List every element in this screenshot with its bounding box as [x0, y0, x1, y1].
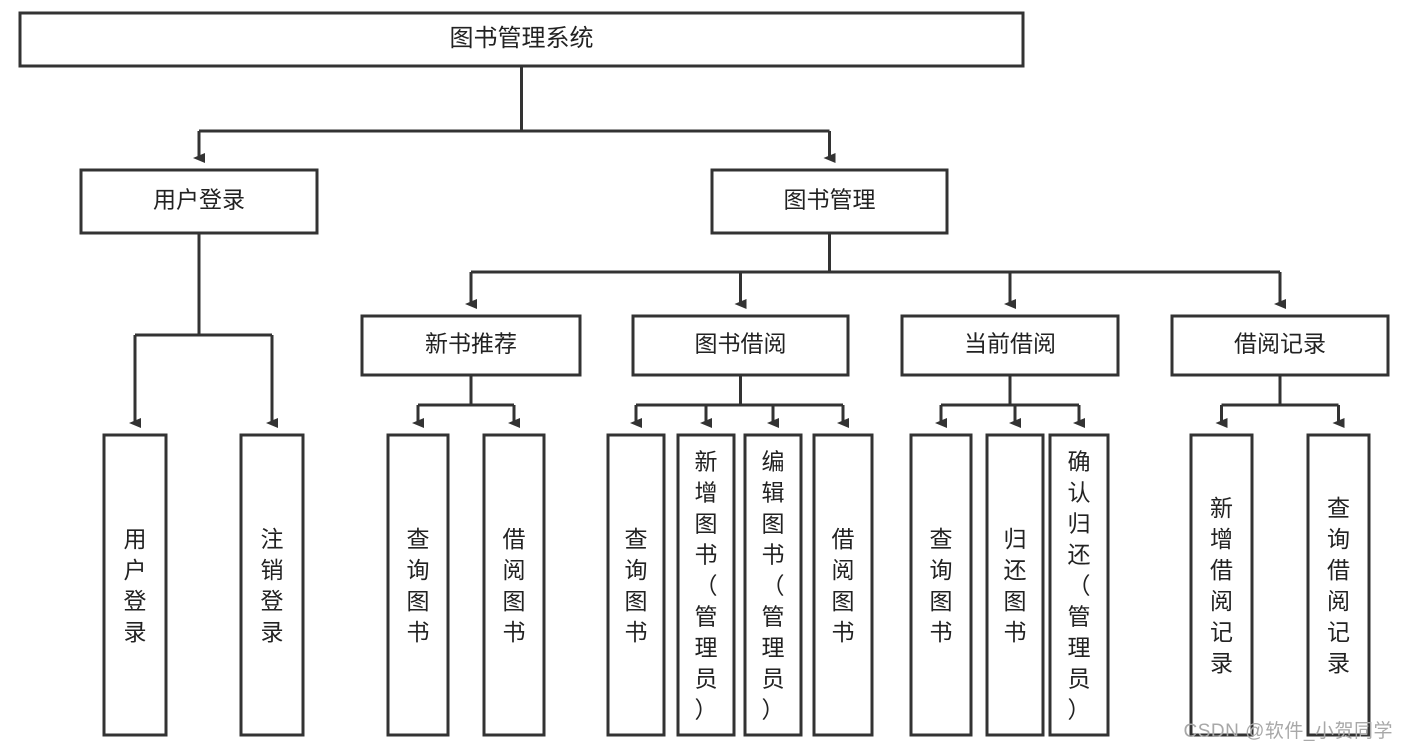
node-box-add-borrow-record — [1189, 433, 1254, 737]
node-label-borrow-book-1: 借阅图书 — [503, 526, 526, 645]
node-query-book-3[interactable]: 查询图书 — [909, 433, 973, 737]
node-box-root — [18, 11, 1025, 68]
node-label-add-book-admin: 新增图书（管理员） — [695, 449, 718, 723]
node-return-book[interactable]: 归还图书 — [985, 433, 1045, 737]
node-box-borrow-records — [1170, 314, 1390, 377]
node-box-query-borrow-record — [1306, 433, 1371, 737]
node-label-query-book-2: 查询图书 — [625, 526, 648, 645]
node-user-login-leaf[interactable]: 用户登录 — [102, 433, 168, 737]
node-query-borrow-record[interactable]: 查询借阅记录 — [1306, 433, 1371, 737]
node-box-user-logout-leaf — [239, 433, 305, 737]
node-query-book-1[interactable]: 查询图书 — [386, 433, 450, 737]
node-edit-book-admin[interactable]: 编辑图书（管理员） — [743, 433, 803, 737]
node-box-book-management — [710, 168, 949, 235]
node-label-edit-book-admin: 编辑图书（管理员） — [762, 449, 785, 723]
node-current-borrow[interactable]: 当前借阅 — [900, 314, 1120, 377]
node-label-borrow-book-2: 借阅图书 — [832, 526, 855, 645]
node-confirm-return-admin[interactable]: 确认归还（管理员） — [1048, 433, 1110, 737]
node-box-query-book-2 — [606, 433, 666, 737]
node-label-query-book-3: 查询图书 — [930, 526, 953, 645]
node-box-user-login-leaf — [102, 433, 168, 737]
node-book-borrow[interactable]: 图书借阅 — [631, 314, 850, 377]
node-label-return-book: 归还图书 — [1004, 526, 1027, 645]
node-box-return-book — [985, 433, 1045, 737]
node-label-user-logout-leaf: 注销登录 — [261, 526, 284, 645]
node-label-current-borrow: 当前借阅 — [964, 331, 1056, 357]
node-label-add-borrow-record: 新增借阅记录 — [1210, 495, 1233, 676]
node-label-borrow-records: 借阅记录 — [1234, 331, 1326, 357]
node-add-book-admin[interactable]: 新增图书（管理员） — [676, 433, 736, 737]
node-label-book-management: 图书管理 — [784, 187, 876, 213]
node-box-confirm-return-admin — [1048, 433, 1110, 737]
node-label-new-book-recommend: 新书推荐 — [425, 331, 517, 357]
node-label-book-borrow: 图书借阅 — [695, 331, 787, 357]
node-borrow-records[interactable]: 借阅记录 — [1170, 314, 1390, 377]
node-label-query-borrow-record: 查询借阅记录 — [1327, 495, 1350, 676]
node-box-borrow-book-1 — [482, 433, 546, 737]
node-borrow-book-1[interactable]: 借阅图书 — [482, 433, 546, 737]
node-label-user-login-leaf: 用户登录 — [124, 526, 147, 645]
node-root[interactable]: 图书管理系统 — [18, 11, 1025, 68]
node-label-user-login: 用户登录 — [153, 187, 245, 213]
node-box-user-login — [79, 168, 319, 235]
node-box-new-book-recommend — [360, 314, 582, 377]
node-query-book-2[interactable]: 查询图书 — [606, 433, 666, 737]
node-box-book-borrow — [631, 314, 850, 377]
node-layer: 图书管理系统用户登录图书管理用户登录注销登录新书推荐查询图书借阅图书图书借阅查询… — [18, 11, 1390, 737]
node-box-current-borrow — [900, 314, 1120, 377]
node-borrow-book-2[interactable]: 借阅图书 — [812, 433, 874, 737]
edge-layer — [129, 66, 1345, 428]
node-book-management[interactable]: 图书管理 — [710, 168, 949, 235]
node-new-book-recommend[interactable]: 新书推荐 — [360, 314, 582, 377]
node-user-logout-leaf[interactable]: 注销登录 — [239, 433, 305, 737]
node-label-root: 图书管理系统 — [450, 25, 594, 52]
node-box-borrow-book-2 — [812, 433, 874, 737]
node-box-query-book-1 — [386, 433, 450, 737]
node-box-edit-book-admin — [743, 433, 803, 737]
watermark-text: CSDN @软件_小贺同学 — [1183, 721, 1393, 742]
node-label-confirm-return-admin: 确认归还（管理员） — [1068, 449, 1091, 723]
node-user-login[interactable]: 用户登录 — [79, 168, 319, 235]
node-box-add-book-admin — [676, 433, 736, 737]
node-label-query-book-1: 查询图书 — [407, 526, 430, 645]
node-box-query-book-3 — [909, 433, 973, 737]
node-add-borrow-record[interactable]: 新增借阅记录 — [1189, 433, 1254, 737]
